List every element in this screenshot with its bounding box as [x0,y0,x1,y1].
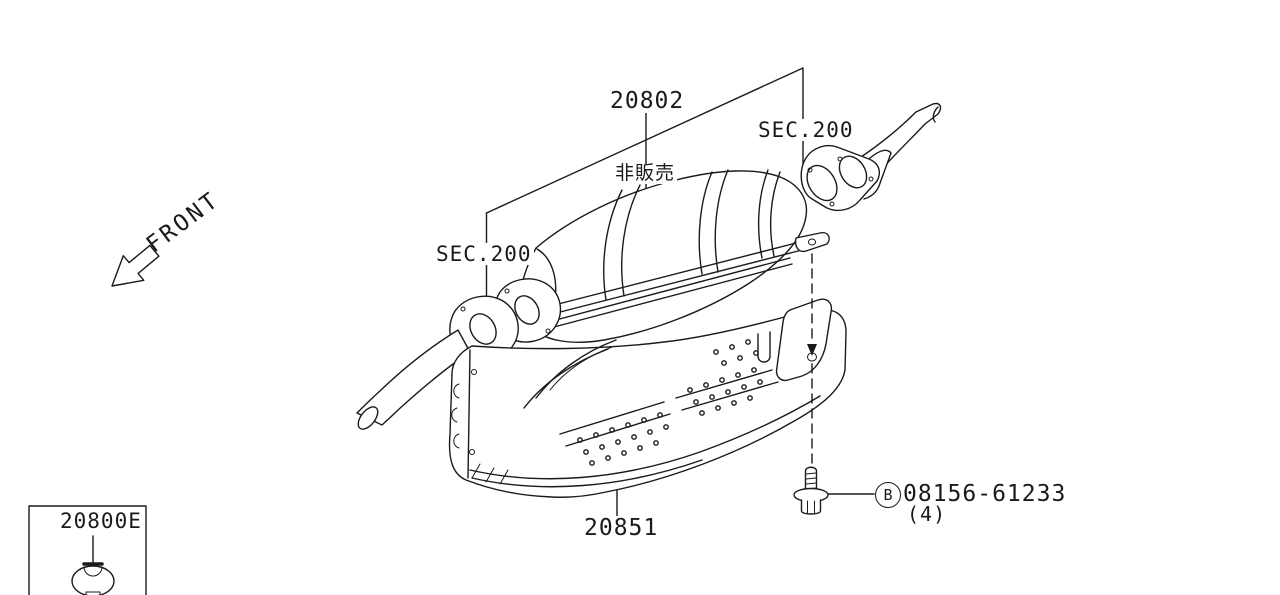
part-number-20802[interactable]: 20802 [608,88,687,114]
bolt-quantity: (4) [905,502,949,526]
not-for-sale-note: 非販売 [613,162,678,184]
part-number-bolt[interactable]: 08156-61233 [901,481,1069,507]
mounting-bolt-icon [793,466,829,515]
grommet-icon [71,562,115,595]
heat-shield-artwork [448,298,847,498]
sec-200-ref-right[interactable]: SEC.200 [756,118,856,142]
catalytic-converter-artwork [517,169,830,343]
front-tube-artwork [800,102,942,212]
inlet-flange-pipe-artwork [356,278,562,430]
sec-200-ref-left[interactable]: SEC.200 [434,242,534,266]
front-arrow-icon [111,244,160,287]
part-number-20851[interactable]: 20851 [582,515,661,541]
part-number-20800E[interactable]: 20800E [58,509,144,533]
shield-perforation-dots [577,339,763,466]
bolt-locator-line [807,253,817,467]
inset-box [28,505,147,595]
circled-b-marker[interactable]: B [875,482,901,508]
